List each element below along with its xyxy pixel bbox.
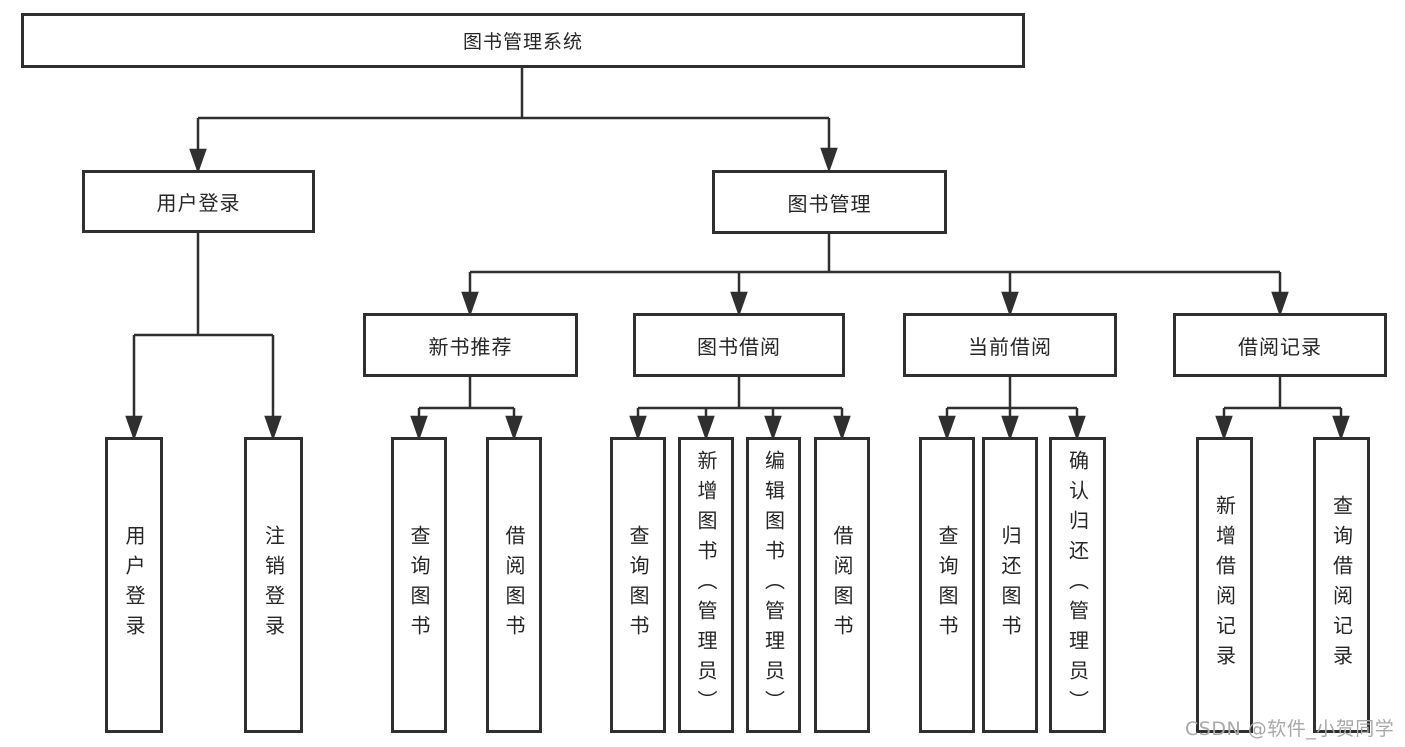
node-label: 查询图书	[407, 525, 431, 645]
node-label: 注销登录	[261, 525, 286, 645]
node-label: 图书管理系统	[462, 31, 583, 53]
leaf-logout: 注销登录	[244, 437, 303, 733]
node-label: 当前借阅	[968, 334, 1052, 359]
node-current-borrowing: 当前借阅	[903, 313, 1117, 377]
leaf-borrow-books: 借阅图书	[814, 437, 870, 733]
leaf-return-books: 归还图书	[982, 437, 1038, 733]
node-borrowing-records: 借阅记录	[1173, 313, 1387, 377]
node-label: 用户登录	[156, 191, 241, 215]
csdn-watermark: CSDN @软件_小贺同学	[1185, 718, 1395, 740]
node-label: 查询借阅记录	[1329, 495, 1354, 675]
node-label: 新增借阅记录	[1212, 495, 1237, 675]
leaf-confirm-return-admin: 确认归还（管理员）	[1049, 437, 1106, 733]
node-book-management: 图书管理	[712, 170, 947, 234]
node-label: 新增图书（管理员）	[694, 450, 718, 720]
node-label: 归还图书	[998, 525, 1022, 645]
node-label: 借阅图书	[502, 525, 526, 645]
node-label: 确认归还（管理员）	[1065, 450, 1090, 720]
leaf-add-books-admin: 新增图书（管理员）	[678, 437, 734, 733]
node-label: 查询图书	[626, 525, 650, 645]
node-label: 图书借阅	[697, 334, 781, 359]
leaf-edit-books-admin: 编辑图书（管理员）	[746, 437, 801, 733]
node-label: 图书管理	[787, 191, 872, 216]
leaf-borrow-books-recommend: 借阅图书	[486, 437, 542, 733]
node-library-management-system: 图书管理系统	[21, 13, 1025, 68]
node-new-book-recommendation: 新书推荐	[363, 313, 578, 377]
node-label: 用户登录	[122, 525, 146, 645]
node-label: 查询图书	[935, 525, 959, 645]
leaf-query-books-borrowing: 查询图书	[610, 437, 666, 733]
node-label: 新书推荐	[428, 334, 513, 359]
leaf-query-books-recommend: 查询图书	[391, 437, 447, 733]
node-user-login: 用户登录	[82, 170, 315, 233]
leaf-add-borrow-record: 新增借阅记录	[1196, 437, 1253, 733]
leaf-query-books-current: 查询图书	[919, 437, 975, 733]
node-label: 编辑图书（管理员）	[761, 450, 786, 720]
node-label: 借阅图书	[830, 525, 854, 645]
leaf-user-login: 用户登录	[105, 437, 163, 733]
node-book-borrowing: 图书借阅	[633, 313, 845, 377]
leaf-query-borrow-record: 查询借阅记录	[1313, 437, 1370, 733]
node-label: 借阅记录	[1238, 334, 1322, 359]
